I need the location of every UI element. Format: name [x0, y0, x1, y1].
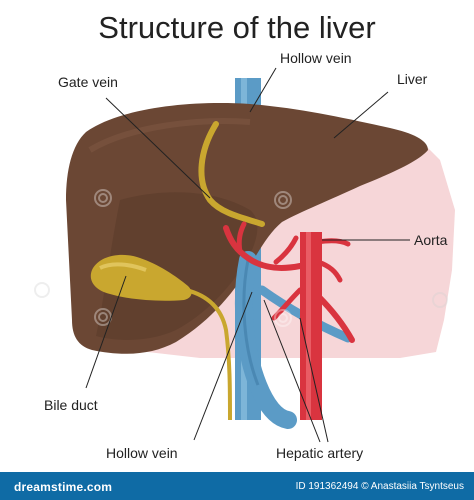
label-gate-vein: Gate vein [58, 74, 118, 90]
leader-hepatic-artery-2 [299, 317, 329, 443]
diagram-title: Structure of the liver [98, 10, 376, 45]
leader-lines [85, 67, 410, 443]
footer-id-credit: ID 191362494 © Anastasiia Tsyntseus [295, 481, 464, 492]
hepatic-artery-vessel [223, 225, 303, 271]
leader-hollow-vein-bottom [193, 291, 253, 441]
gate-vein-vessel [198, 121, 265, 227]
label-liver: Liver [397, 71, 428, 87]
leader-liver [333, 91, 389, 139]
label-hollow-vein-top: Hollow vein [280, 50, 352, 66]
footer-brand: dreamstime.com [14, 480, 113, 494]
label-bile-duct: Bile duct [44, 397, 98, 413]
leader-hollow-vein-top [249, 67, 277, 113]
bile-duct-vessel [185, 288, 232, 421]
leader-hepatic-artery-1 [263, 299, 321, 443]
label-hepatic-artery: Hepatic artery [276, 445, 364, 461]
footer-bar: dreamstime.com ID 191362494 © Anastasiia… [0, 472, 474, 500]
label-aorta: Aorta [414, 232, 448, 248]
watermark-swirls [34, 189, 448, 327]
leader-bile-duct [85, 275, 127, 389]
label-hollow-vein-bottom: Hollow vein [106, 445, 178, 461]
leader-gate-vein [105, 97, 211, 199]
